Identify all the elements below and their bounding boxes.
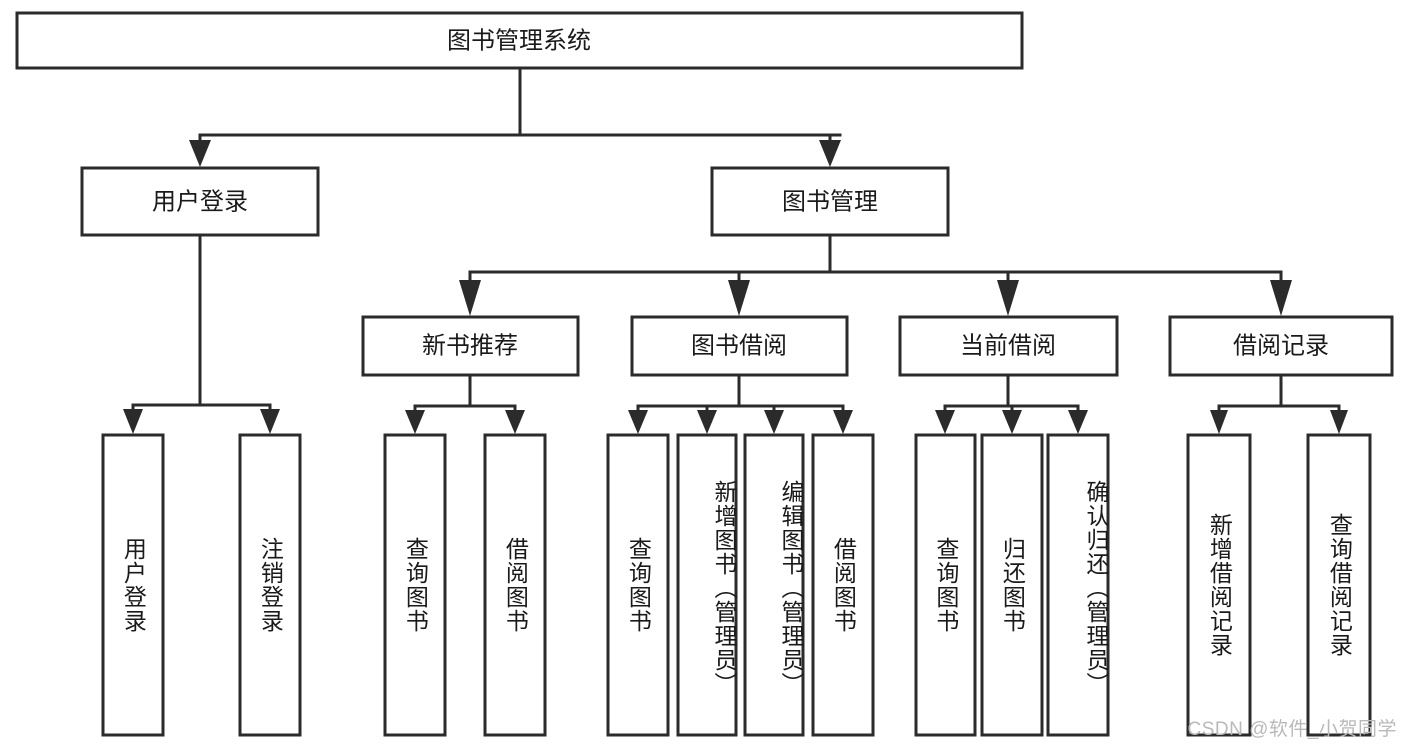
arrow-head-icon [1330,410,1348,434]
node-current-borrow[interactable]: 当前借阅 [898,315,1119,377]
connector-record-to-leaves [1210,373,1348,434]
leaf-box-add-book-admin[interactable] [676,433,738,737]
node-current-borrow-box[interactable] [898,315,1119,377]
connector-userlogin-to-leaves [123,233,280,434]
connector-borrow-to-leaves [628,373,853,434]
leaf-boxes [101,433,1372,737]
arrow-head-icon [1068,410,1088,434]
node-user-login-box[interactable] [80,166,320,237]
csdn-watermark: CSDN @软件_小贺同学 [1187,719,1397,740]
node-book-management-label: 图书管理 [782,188,878,215]
connector-root-to-level2 [189,66,842,167]
leaf-box-borrow-book-newbook[interactable] [483,433,547,737]
leaf-box-confirm-return-admin[interactable] [1046,433,1110,737]
node-book-borrow-box[interactable] [630,315,849,377]
arrow-head-icon [833,410,853,434]
arrow-head-icon [405,410,425,434]
leaf-box-logout[interactable] [238,433,302,737]
leaf-box-return-book[interactable] [980,433,1044,737]
arrow-head-icon [1210,410,1228,434]
node-book-management[interactable]: 图书管理 [710,166,950,237]
arrow-head-icon [189,140,211,167]
node-root-label: 图书管理系统 [447,27,591,54]
arrow-head-icon [260,409,280,434]
leaf-box-query-book-newbook[interactable] [383,433,447,737]
arrow-head-icon [505,410,525,434]
leaf-box-user-login[interactable] [101,433,165,737]
leaf-box-query-borrow-record[interactable] [1306,433,1372,737]
node-root-box[interactable] [15,11,1024,70]
node-user-login[interactable]: 用户登录 [80,166,320,237]
node-borrow-record-label: 借阅记录 [1233,332,1329,359]
arrow-head-icon [935,410,955,434]
arrow-head-icon [728,280,750,316]
leaf-box-borrow-book[interactable] [811,433,875,737]
node-book-management-box[interactable] [710,166,950,237]
leaf-box-edit-book-admin[interactable] [743,433,805,737]
arrow-head-icon [819,140,841,167]
arrow-head-icon [697,410,717,434]
arrow-head-icon [628,410,648,434]
node-user-login-label: 用户登录 [152,188,248,215]
node-new-book-recommend[interactable]: 新书推荐 [361,315,580,377]
arrow-head-icon [123,409,143,434]
node-borrow-record-box[interactable] [1168,315,1394,377]
arrow-head-icon [459,280,481,316]
arrow-head-icon [1002,410,1022,434]
node-root[interactable]: 图书管理系统 [15,11,1024,70]
arrow-head-icon [997,280,1019,316]
connector-current-to-leaves [935,373,1088,434]
leaf-box-query-book-current[interactable] [914,433,977,737]
node-new-book-recommend-label: 新书推荐 [422,332,518,359]
connector-bookmgmt-to-level3 [459,233,1292,316]
node-current-borrow-label: 当前借阅 [960,332,1056,359]
leaf-box-add-borrow-record[interactable] [1186,433,1252,737]
node-book-borrow[interactable]: 图书借阅 [630,315,849,377]
node-borrow-record[interactable]: 借阅记录 [1168,315,1394,377]
leaf-box-query-book-borrow[interactable] [606,433,670,737]
node-book-borrow-label: 图书借阅 [691,332,787,359]
arrow-head-icon [764,410,784,434]
arrow-head-icon [1270,280,1292,316]
node-new-book-recommend-box[interactable] [361,315,580,377]
connector-newbook-to-leaves [405,373,525,434]
